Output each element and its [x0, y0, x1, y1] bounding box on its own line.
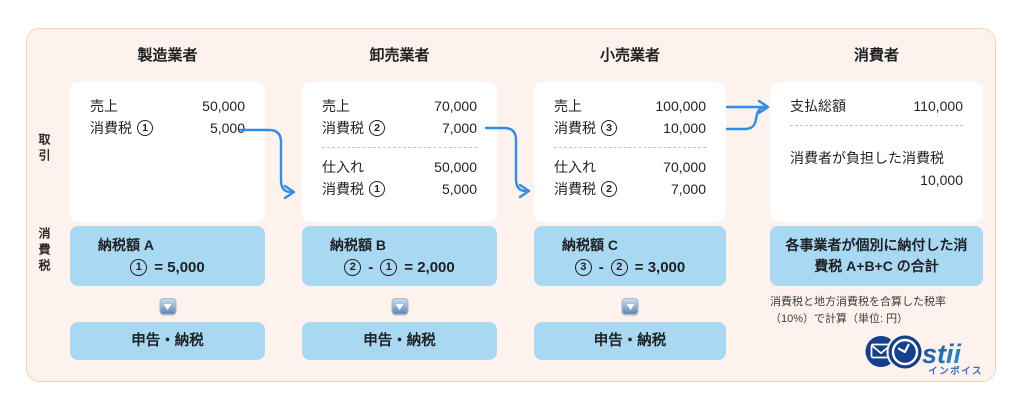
- tax-row: 消費税 3 10,000: [554, 117, 706, 139]
- column-title: 小売業者: [599, 47, 660, 64]
- sales-row: 売上 70,000: [322, 95, 477, 117]
- tax-box-title: 納税額 B: [330, 237, 386, 253]
- dashed-divider: [322, 147, 477, 148]
- tax-label: 消費税: [322, 120, 364, 136]
- circled-number-icon: 2: [344, 259, 362, 276]
- tax-formula: 1 = 5,000: [70, 259, 265, 276]
- total-payment-row: 支払総額 110,000: [790, 95, 963, 117]
- consumer-burden-label: 消費者が負担した消費税: [790, 150, 944, 166]
- logo-wordmark: stii: [922, 339, 962, 369]
- tax-box-title: 納税額 A: [98, 237, 154, 253]
- tax-label: 消費税: [322, 181, 364, 197]
- row-label-transactions: 取引: [37, 133, 51, 165]
- tax-label: 消費税: [554, 120, 596, 136]
- tax-row: 消費税 2 7,000: [322, 117, 477, 139]
- column-title: 消費者: [853, 47, 899, 64]
- tax-label: 消費税: [90, 120, 132, 136]
- note-text: 消費税と地方消費税を合算した税率（10%）で計算（単位: 円）: [770, 296, 946, 326]
- purchase-label: 仕入れ: [554, 159, 596, 175]
- tax-amount-box-a: 納税額 A 1 = 5,000: [70, 226, 265, 286]
- minus-operator: -: [598, 259, 604, 276]
- purchase-row: 仕入れ 70,000: [554, 156, 706, 178]
- sales-value: 100,000: [655, 98, 706, 114]
- stii-logo: stii インボイス: [865, 333, 983, 376]
- purchase-label: 仕入れ: [322, 159, 364, 175]
- column-title: 製造業者: [137, 47, 198, 64]
- sales-label: 売上: [554, 98, 582, 114]
- sales-row: 売上 50,000: [90, 95, 245, 117]
- tax-value: 7,000: [670, 181, 706, 197]
- sales-label: 売上: [322, 98, 350, 114]
- total-tax-summary-box: 各事業者が個別に納付した消費税 A+B+C の合計: [770, 226, 983, 286]
- circled-number-icon: 2: [601, 181, 617, 197]
- purchase-value: 70,000: [663, 159, 706, 175]
- filing-payment-box: 申告・納税: [534, 322, 726, 360]
- filing-payment-box: 申告・納税: [70, 322, 265, 360]
- tax-value: 5,000: [209, 120, 245, 136]
- tax-amount-box-b: 納税額 B 2 - 1 = 2,000: [302, 226, 497, 286]
- clock-icon: [886, 333, 924, 371]
- circled-number-icon: 1: [130, 259, 148, 276]
- down-arrow-icon: [391, 298, 408, 315]
- tax-value: 5,000: [441, 181, 477, 197]
- dashed-divider: [554, 147, 706, 148]
- formula-result: = 2,000: [404, 259, 455, 276]
- circled-number-icon: 2: [610, 259, 628, 276]
- purchase-tax-row: 消費税 2 7,000: [554, 178, 706, 200]
- total-payment-value: 110,000: [913, 98, 963, 114]
- purchase-value: 50,000: [434, 159, 477, 175]
- circled-number-icon: 3: [601, 120, 617, 136]
- tax-formula: 3 - 2 = 3,000: [534, 259, 726, 276]
- formula-result: = 3,000: [634, 259, 686, 276]
- tax-formula: 2 - 1 = 2,000: [302, 259, 497, 276]
- logo-subtitle: インボイス: [928, 365, 983, 376]
- tax-label: 消費税: [554, 181, 596, 197]
- total-payment-label: 支払総額: [790, 98, 846, 114]
- circled-number-icon: 1: [137, 120, 153, 136]
- sales-row: 売上 100,000: [554, 95, 706, 117]
- purchase-tax-row: 消費税 1 5,000: [322, 178, 477, 200]
- column-title: 卸売業者: [369, 47, 430, 64]
- tax-box-title: 納税額 C: [562, 237, 618, 253]
- minus-operator: -: [368, 259, 374, 276]
- transaction-card: 売上 70,000 消費税 2 7,000 仕入れ 50,000 消費税 1: [302, 82, 497, 222]
- transaction-card: 売上 100,000 消費税 3 10,000 仕入れ 70,000 消費税 2: [534, 82, 726, 222]
- sales-label: 売上: [90, 98, 118, 114]
- tax-amount-box-c: 納税額 C 3 - 2 = 3,000: [534, 226, 726, 286]
- formula-result: = 5,000: [154, 259, 205, 276]
- circled-number-icon: 3: [574, 259, 592, 276]
- sales-value: 70,000: [434, 98, 477, 114]
- circled-number-icon: 1: [380, 259, 398, 276]
- tax-value: 7,000: [441, 120, 477, 136]
- consumer-burden-value: 10,000: [920, 172, 963, 188]
- consumer-card: 支払総額 110,000 消費者が負担した消費税 10,000: [770, 82, 983, 222]
- circled-number-icon: 2: [369, 120, 385, 136]
- down-arrow-icon: [159, 298, 176, 315]
- purchase-row: 仕入れ 50,000: [322, 156, 477, 178]
- dashed-divider: [790, 125, 963, 126]
- row-label-consumption-tax: 消費税: [37, 227, 51, 275]
- tax-value: 10,000: [663, 120, 706, 136]
- filing-payment-box: 申告・納税: [302, 322, 497, 360]
- down-arrow-icon: [621, 298, 639, 315]
- tax-row: 消費税 1 5,000: [90, 117, 245, 139]
- sales-value: 50,000: [202, 98, 245, 114]
- transaction-card: 売上 50,000 消費税 1 5,000: [70, 82, 265, 222]
- circled-number-icon: 1: [369, 181, 385, 197]
